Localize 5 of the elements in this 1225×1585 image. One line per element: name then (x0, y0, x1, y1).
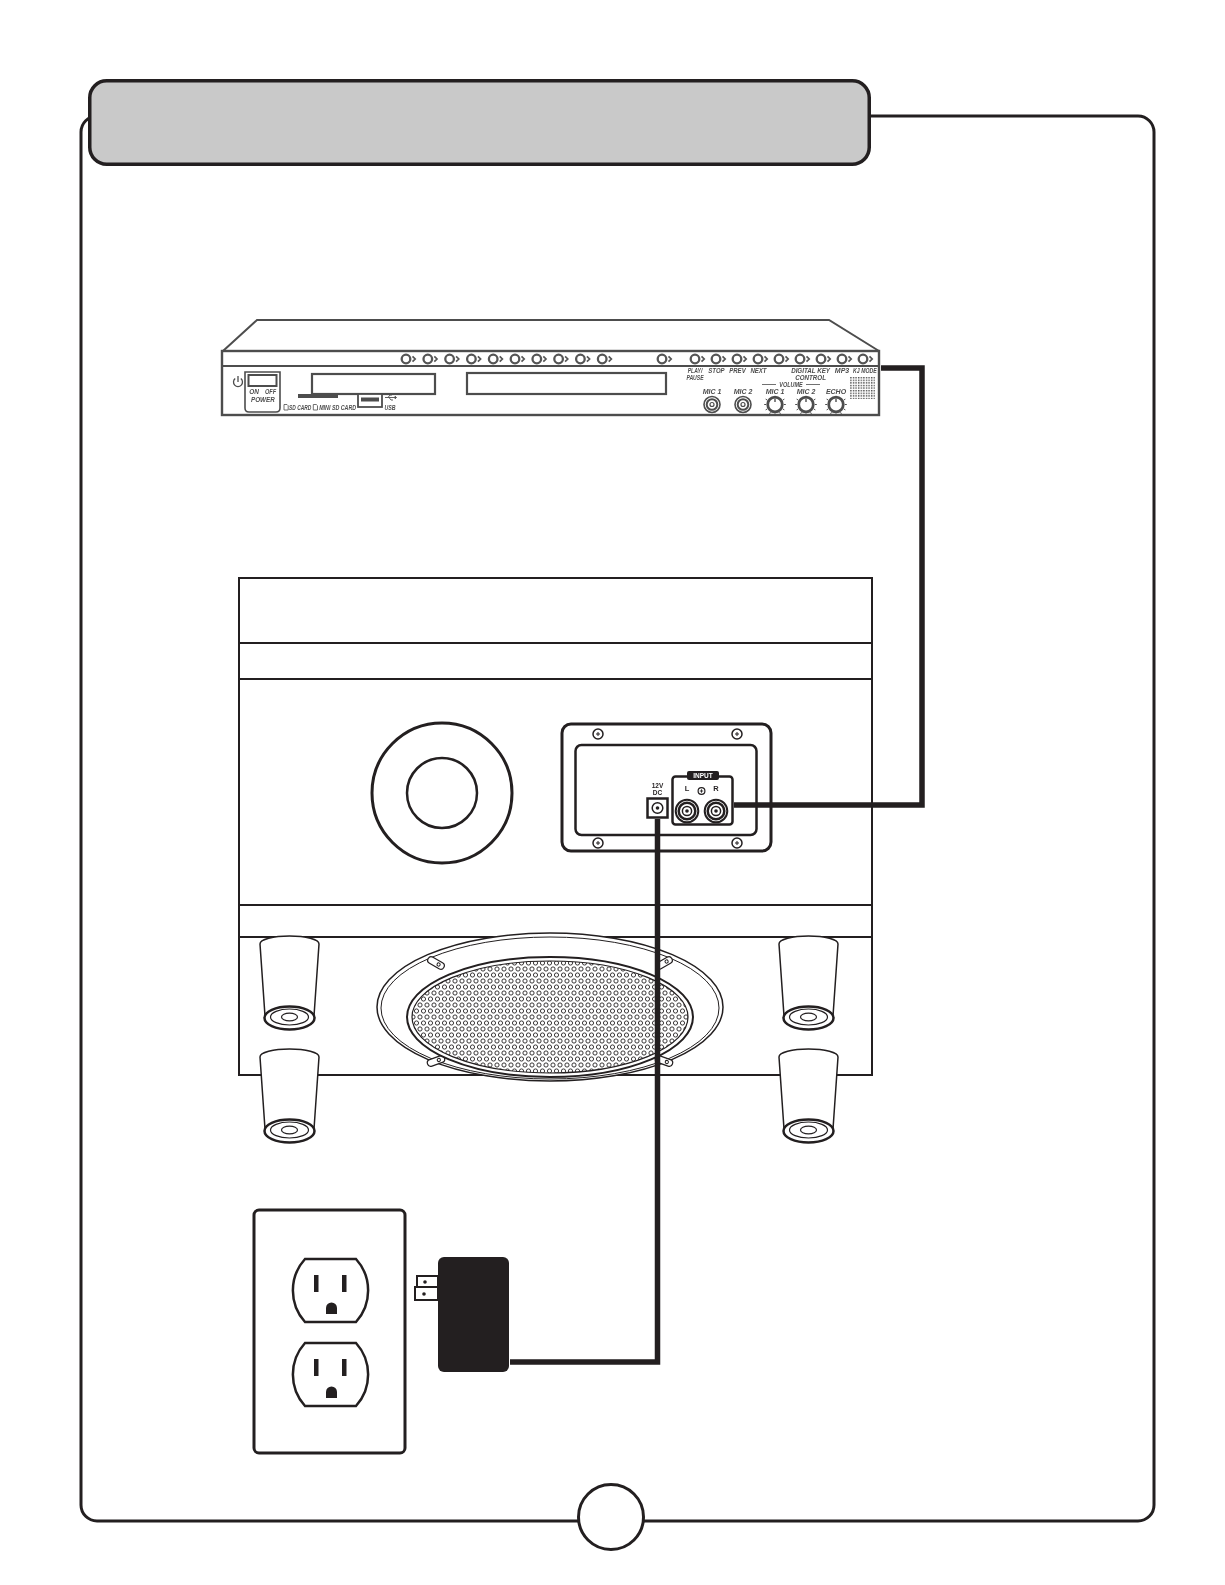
wall-outlet (252, 1208, 407, 1455)
cable (734, 365, 925, 808)
power-adapter (413, 1256, 510, 1373)
input-jack-panel (671, 771, 734, 827)
cable (510, 819, 661, 1365)
